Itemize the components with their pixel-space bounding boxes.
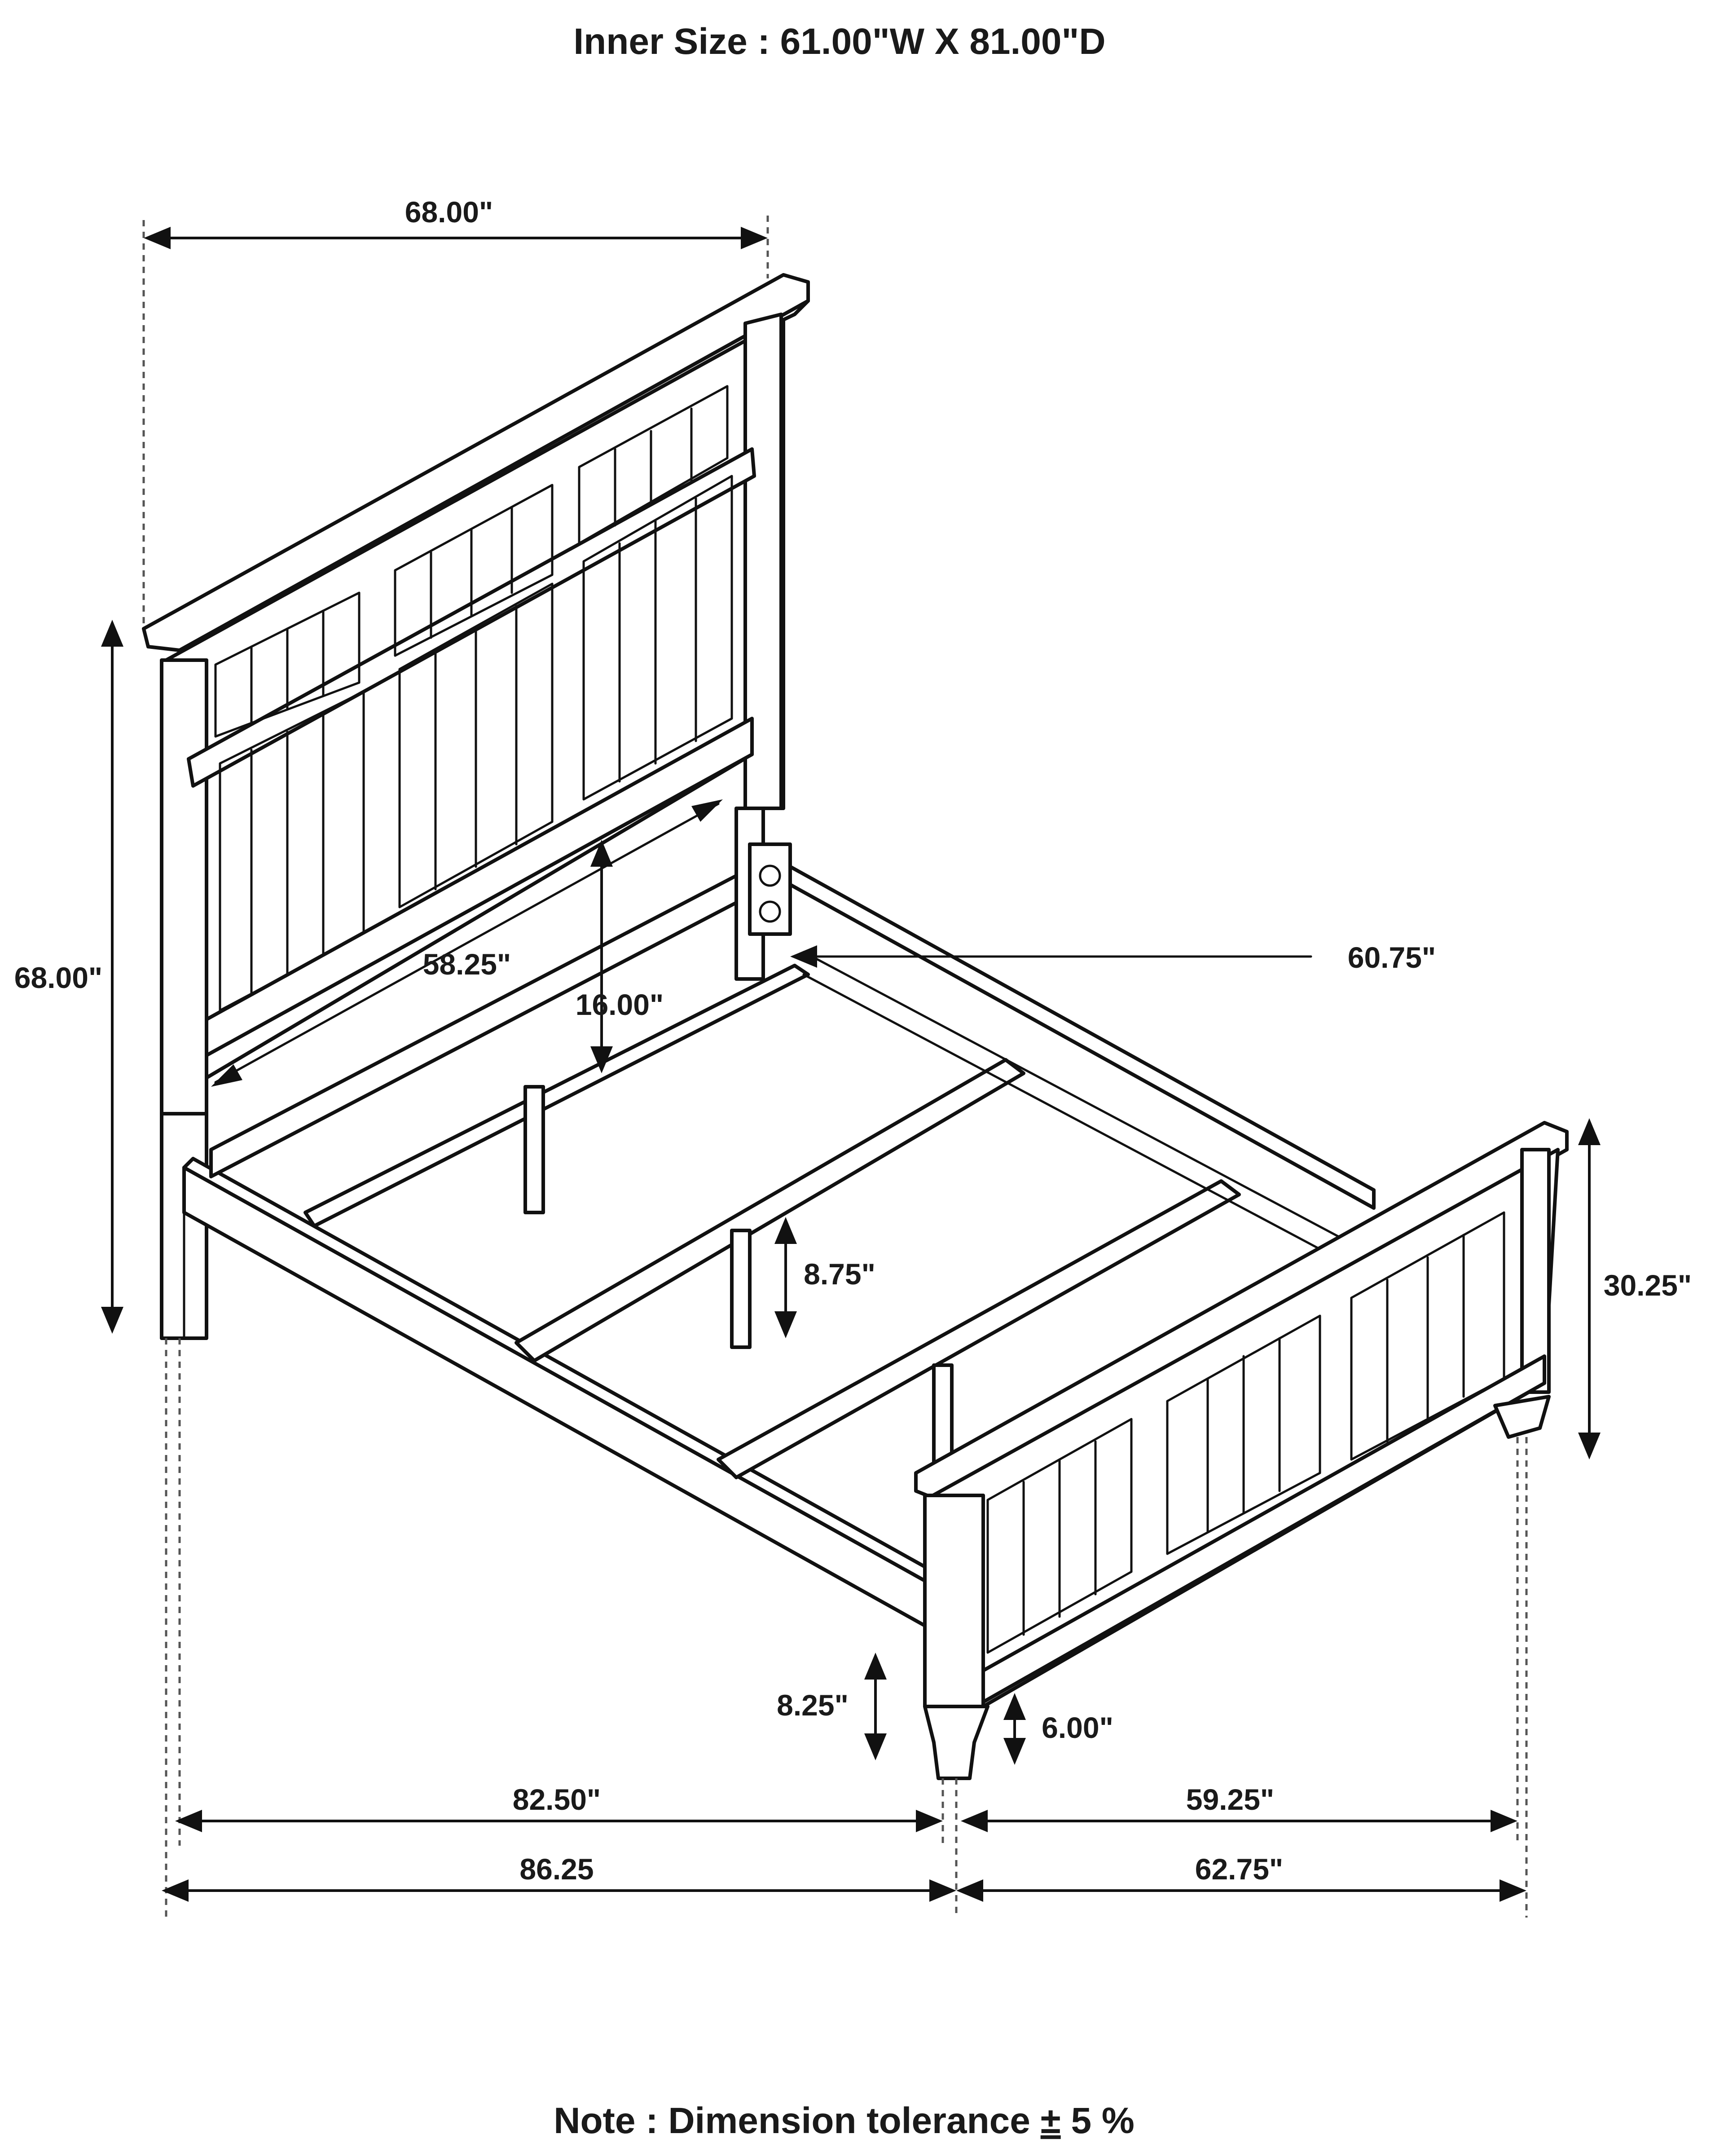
svg-text:60.75": 60.75" <box>1348 941 1436 974</box>
slat-height-dimension: 8.75" <box>774 1217 875 1338</box>
headboard-inner-width-dimension: 58.25" <box>211 799 723 1087</box>
rail-to-headboard-dimension: 16.00" <box>576 840 664 1073</box>
inner-length-dimension: 82.50" <box>175 1783 943 1832</box>
foot-height-dimension: 6.00" <box>1003 1693 1113 1765</box>
svg-text:8.25": 8.25" <box>777 1689 849 1722</box>
outer-length-dimension: 86.25 <box>162 1852 956 1902</box>
svg-text:68.00": 68.00" <box>14 961 102 994</box>
svg-text:68.00": 68.00" <box>405 195 493 229</box>
bed-frame <box>182 842 1376 1627</box>
inner-width-dimension: 59.25" <box>961 1783 1517 1832</box>
footboard-height-dimension: 30.25" <box>1578 1118 1692 1459</box>
svg-text:16.00": 16.00" <box>576 988 664 1021</box>
inner-size-title: Inner Size : 61.00"W X 81.00"D <box>573 21 1105 62</box>
footboard <box>914 1121 1569 1780</box>
svg-text:62.75": 62.75" <box>1195 1852 1283 1886</box>
svg-text:6.00": 6.00" <box>1042 1711 1113 1744</box>
svg-text:86.25: 86.25 <box>519 1852 594 1886</box>
headboard-width-dimension: 68.00" <box>144 195 768 249</box>
headboard-height-dimension: 68.00" <box>14 620 123 1334</box>
svg-text:30.25": 30.25" <box>1604 1269 1692 1302</box>
svg-text:58.25": 58.25" <box>423 948 511 981</box>
side-rail-length-dimension: 60.75" <box>790 941 1436 974</box>
svg-text:8.75": 8.75" <box>804 1257 875 1291</box>
headboard <box>142 273 810 1340</box>
rail-clearance-dimension: 8.25" <box>777 1653 887 1760</box>
extension-lines <box>142 216 1528 1918</box>
svg-text:82.50": 82.50" <box>513 1783 601 1816</box>
outer-width-dimension: 62.75" <box>956 1852 1526 1902</box>
svg-text:59.25": 59.25" <box>1186 1783 1274 1816</box>
tolerance-note: Note : Dimension tolerance ± 5 % <box>554 2100 1135 2141</box>
